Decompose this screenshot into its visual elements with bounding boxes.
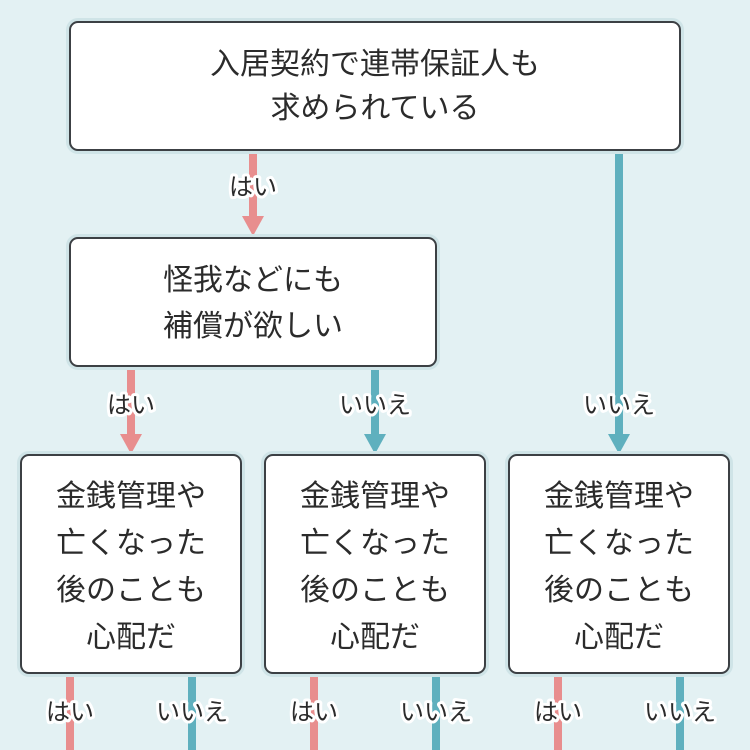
label-q1-no: いいえ bbox=[583, 391, 655, 419]
label-q3b-yes: はい bbox=[290, 698, 338, 726]
node-q1-box bbox=[69, 21, 681, 151]
label-q2-no: いいえ bbox=[339, 391, 411, 419]
node-q3a-box bbox=[20, 454, 242, 674]
node-q3b-line-4: 心配だ bbox=[330, 620, 420, 655]
node-q3c-box bbox=[508, 454, 730, 674]
node-q3b-line-1: 金銭管理や bbox=[300, 479, 450, 514]
arrowhead-q2-q3b bbox=[364, 434, 386, 454]
label-q3c-no: いいえ bbox=[644, 698, 716, 726]
node-q2-box bbox=[69, 237, 437, 367]
label-q3a-no: いいえ bbox=[156, 698, 228, 726]
label-q3c-yes: はい bbox=[534, 698, 582, 726]
node-q3c-line-4: 心配だ bbox=[574, 620, 664, 655]
arrowhead-q1-q3c bbox=[608, 434, 630, 454]
node-q1-line-1: 入居契約で連帯保証人も bbox=[210, 47, 540, 82]
label-q2-yes: はい bbox=[107, 391, 155, 419]
node-q1: 入居契約で連帯保証人も 求められている bbox=[66, 18, 684, 154]
node-q3b-line-2: 亡くなった bbox=[300, 526, 450, 561]
node-q3c: 金銭管理や 亡くなった 後のことも 心配だ bbox=[505, 451, 733, 677]
edge-labels: はい はい いいえ いいえ はい いいえ はい いいえ はい いいえ bbox=[43, 170, 719, 729]
node-q3b: 金銭管理や 亡くなった 後のことも 心配だ bbox=[261, 451, 489, 677]
label-q3a-yes: はい bbox=[46, 698, 94, 726]
node-q3c-line-2: 亡くなった bbox=[544, 526, 694, 561]
node-q3a-line-2: 亡くなった bbox=[56, 526, 206, 561]
node-q3a: 金銭管理や 亡くなった 後のことも 心配だ bbox=[17, 451, 245, 677]
node-q2: 怪我などにも 補償が欲しい bbox=[66, 234, 440, 370]
node-q3b-line-3: 後のことも bbox=[300, 573, 450, 608]
node-q3a-line-3: 後のことも bbox=[56, 573, 206, 608]
arrowhead-q1-q2 bbox=[242, 216, 264, 236]
node-q3b-box bbox=[264, 454, 486, 674]
arrowhead-q2-q3a bbox=[120, 434, 142, 454]
node-q3c-line-3: 後のことも bbox=[544, 573, 694, 608]
node-q2-line-2: 補償が欲しい bbox=[163, 309, 343, 344]
label-q3b-no: いいえ bbox=[400, 698, 472, 726]
node-q3a-line-1: 金銭管理や bbox=[56, 479, 206, 514]
node-q3c-line-1: 金銭管理や bbox=[544, 479, 694, 514]
node-q1-line-2: 求められている bbox=[270, 91, 479, 126]
edges bbox=[66, 150, 684, 750]
label-q1-yes: はい bbox=[229, 173, 277, 201]
node-q2-line-1: 怪我などにも bbox=[163, 263, 343, 298]
node-q3a-line-4: 心配だ bbox=[86, 620, 176, 655]
